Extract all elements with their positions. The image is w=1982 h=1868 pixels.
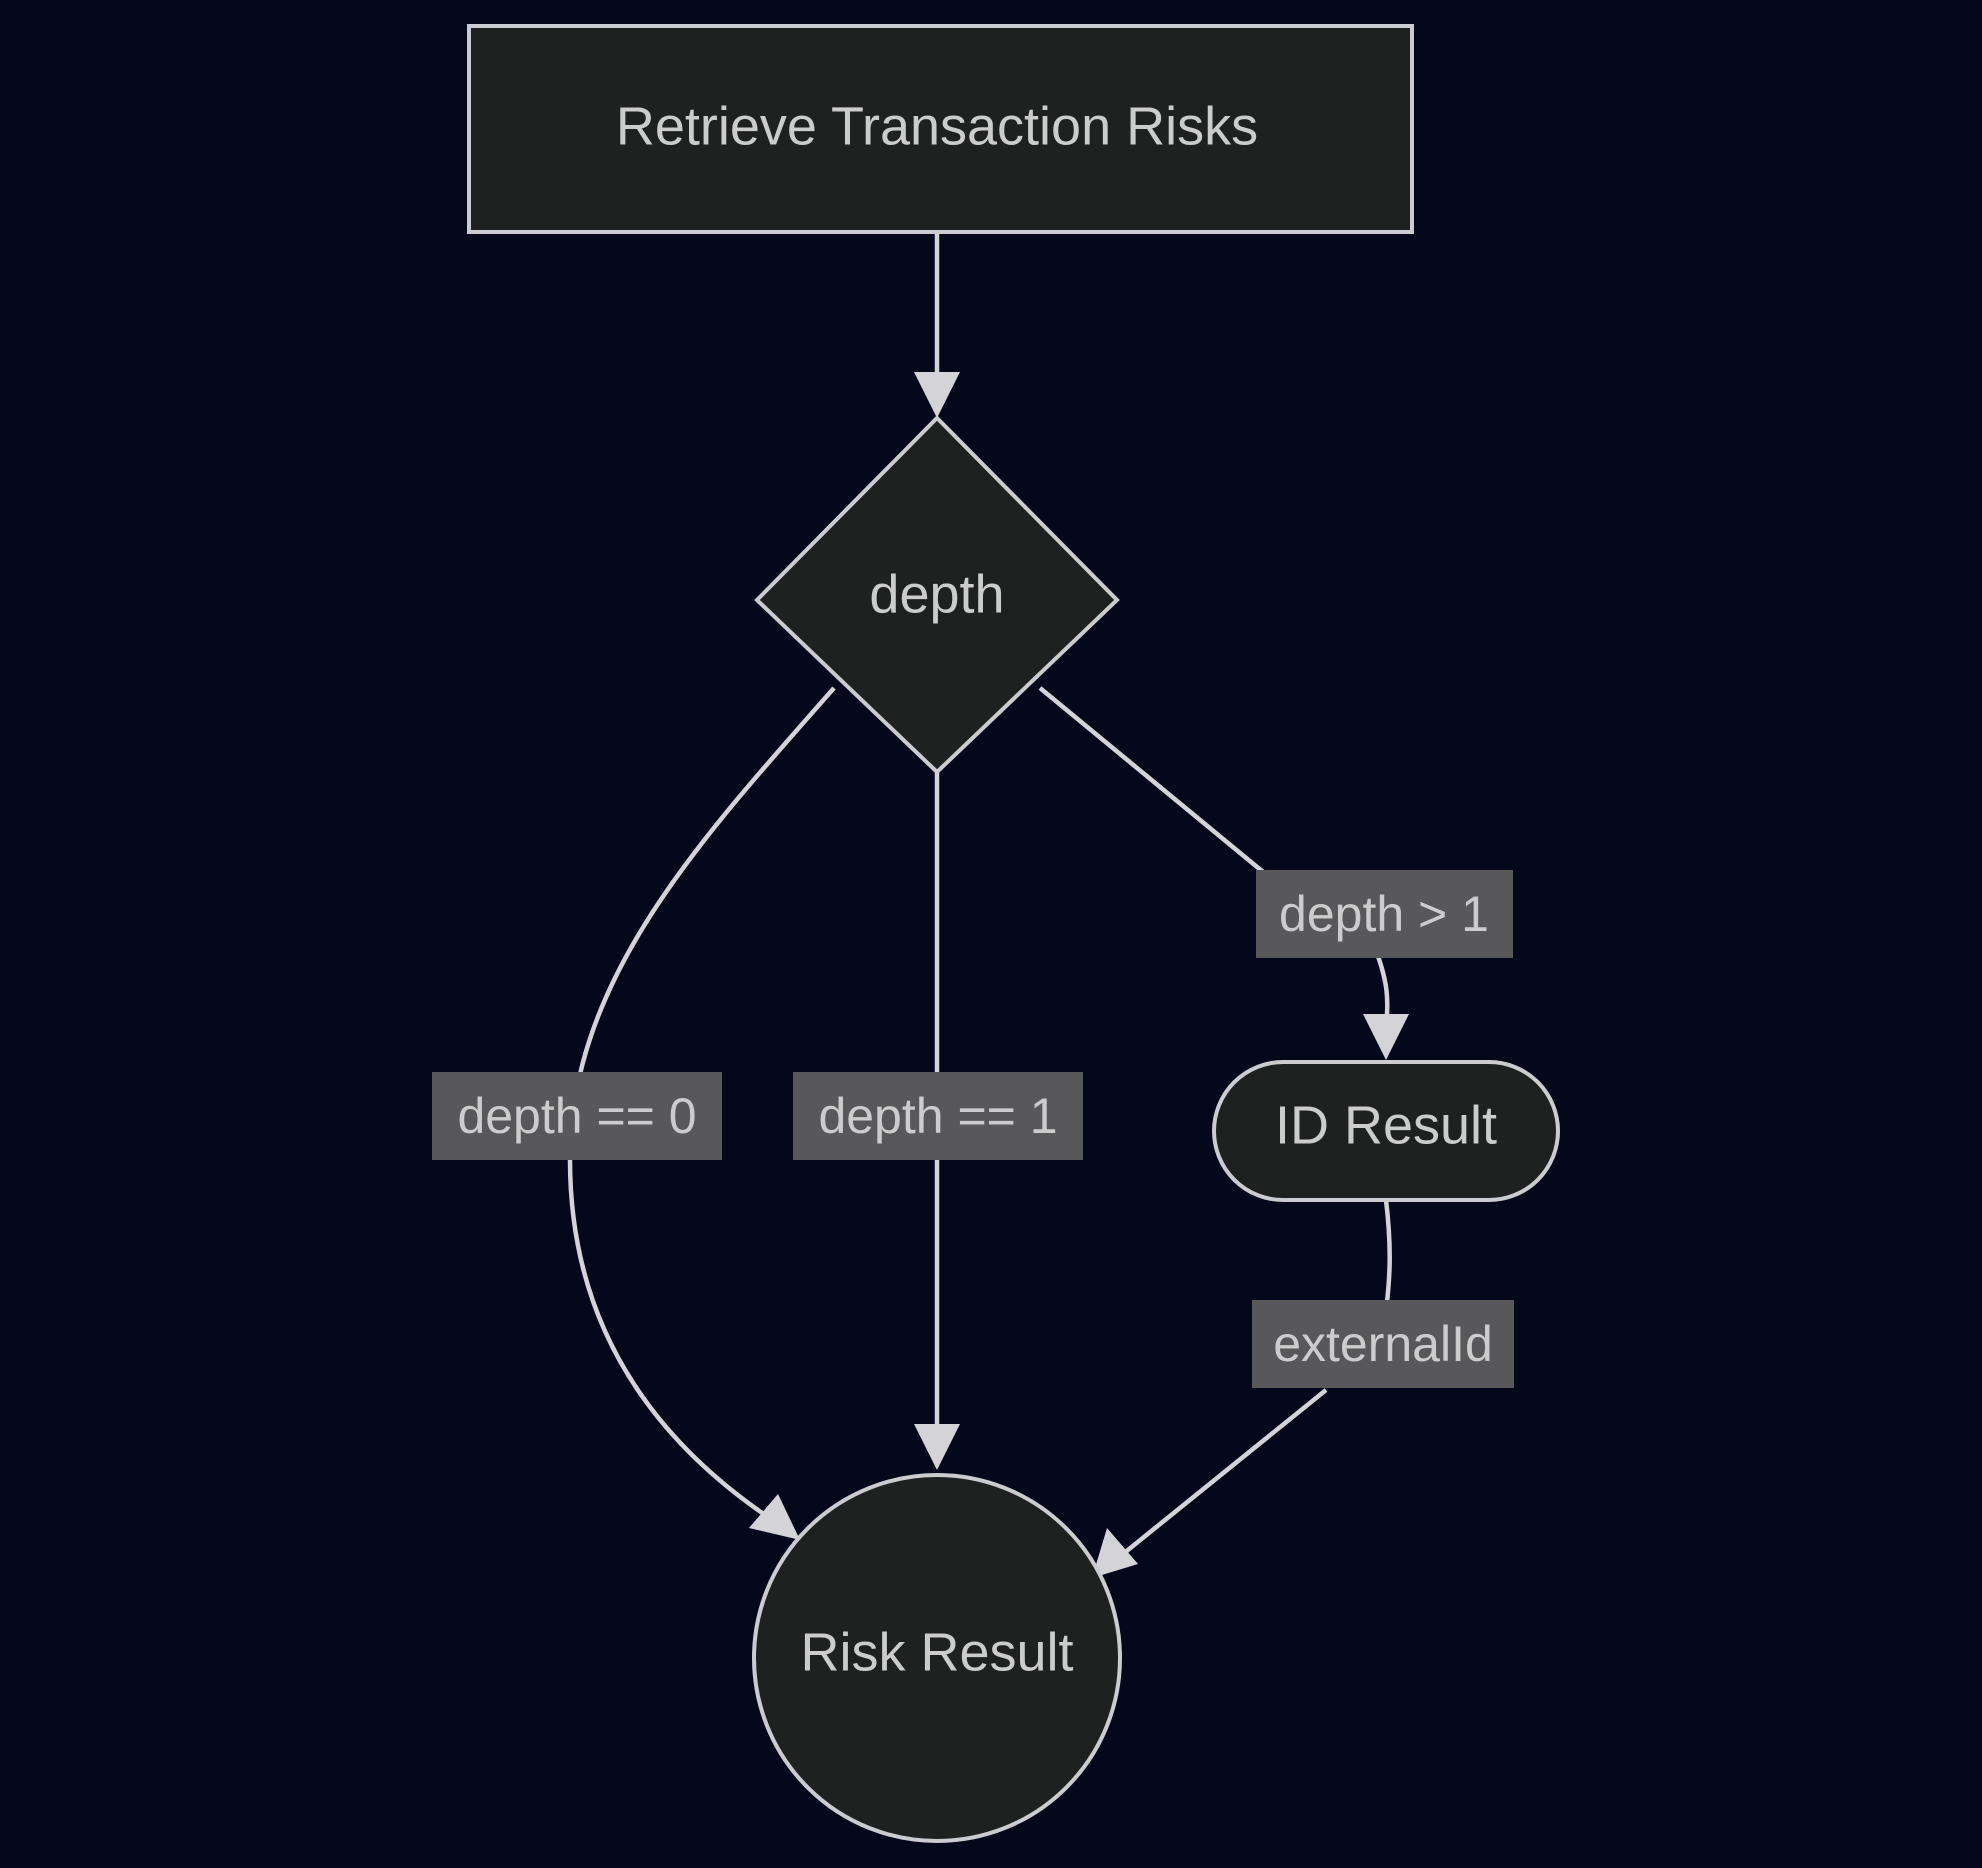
node-stadium xyxy=(1212,1060,1560,1202)
edge-idresult-to-riskresult[interactable] xyxy=(1092,1199,1392,1578)
arrowhead-icon xyxy=(914,1424,960,1470)
edge-label-background xyxy=(1256,870,1513,958)
edge-label-text: depth > 1 xyxy=(1279,886,1489,942)
edge-label-group: depth == 0 depth == 1 depth > 1 external… xyxy=(432,870,1514,1388)
edge-label-depth-greater-than-one[interactable]: depth > 1 xyxy=(1256,870,1513,958)
edge-label-background xyxy=(1252,1300,1514,1388)
node-rect xyxy=(467,24,1414,234)
edge-label-background xyxy=(432,1072,722,1160)
node-retrieve-transaction-risks[interactable]: Retrieve Transaction Risks xyxy=(467,24,1414,234)
edge-retrieve-to-depth[interactable] xyxy=(914,232,960,418)
edge-line xyxy=(1038,686,1287,892)
node-diamond xyxy=(754,415,1120,775)
node-id-result[interactable]: ID Result xyxy=(1212,1060,1560,1202)
edge-label-depth-equals-one[interactable]: depth == 1 xyxy=(793,1072,1083,1160)
node-depth-decision[interactable]: depth xyxy=(754,415,1120,775)
edge-label-text: depth == 1 xyxy=(818,1088,1057,1144)
edge-label-text: externalId xyxy=(1273,1316,1493,1372)
arrowhead-icon xyxy=(1092,1528,1138,1578)
node-circle xyxy=(752,1473,1122,1843)
arrowhead-icon xyxy=(914,372,960,418)
edge-label-external-id[interactable]: externalId xyxy=(1252,1300,1514,1388)
edge-label-depth-equals-zero[interactable]: depth == 0 xyxy=(432,1072,722,1160)
edge-label-text: depth == 0 xyxy=(457,1088,696,1144)
edge-label-background xyxy=(793,1072,1083,1160)
node-risk-result[interactable]: Risk Result xyxy=(752,1473,1122,1843)
edge-line xyxy=(1116,1388,1328,1560)
arrowhead-icon xyxy=(749,1494,800,1540)
arrowhead-icon xyxy=(1363,1014,1409,1060)
